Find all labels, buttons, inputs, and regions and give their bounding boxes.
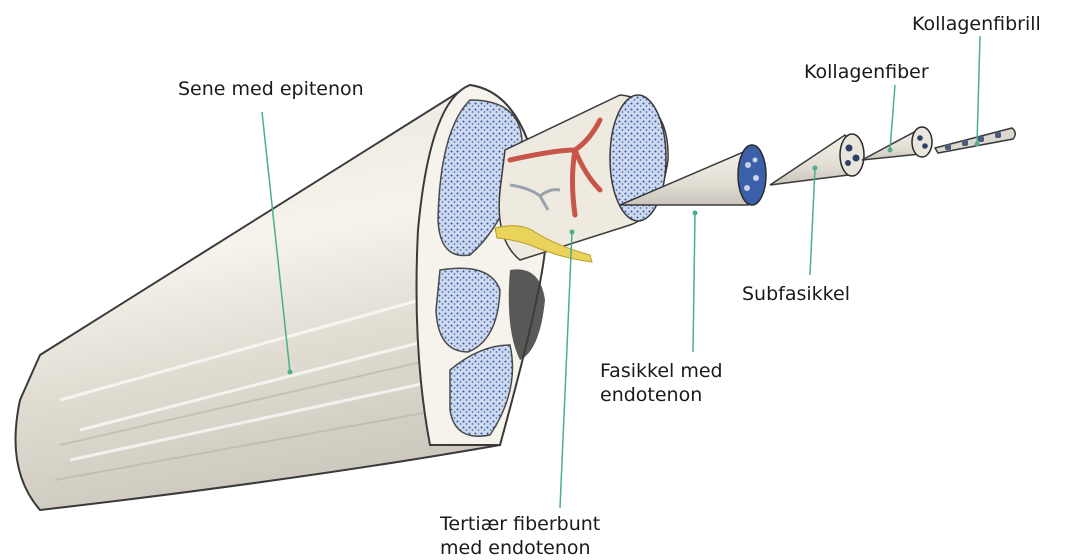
leader-kollagenfibrill bbox=[977, 36, 980, 144]
label-fascicle: Fasikkel med endotenon bbox=[600, 359, 723, 407]
label-tendon-epitenon: Sene med epitenon bbox=[178, 77, 364, 101]
label-tertiary-bundle: Tertiær fiberbunt med endotenon bbox=[440, 512, 600, 560]
leader-fasikkel bbox=[693, 213, 695, 352]
label-fascicle-line1: Fasikkel med bbox=[600, 359, 723, 383]
label-tertiary-line1: Tertiær fiberbunt bbox=[440, 512, 600, 536]
leader-subfasikkel bbox=[810, 168, 815, 275]
label-fascicle-line2: endotenon bbox=[600, 383, 723, 407]
leader-tertiaer bbox=[560, 232, 572, 508]
subfascicle-face bbox=[840, 134, 864, 176]
collagen-fiber-face bbox=[912, 127, 932, 157]
leader-kollagenfiber bbox=[890, 85, 895, 150]
label-collagen-fibril: Kollagenfibrill bbox=[912, 12, 1041, 36]
label-tertiary-line2: med endotenon bbox=[440, 536, 600, 560]
label-collagen-fiber: Kollagenfiber bbox=[804, 60, 929, 84]
fascicle-cone-face bbox=[738, 145, 766, 205]
label-subfascicle: Subfasikkel bbox=[742, 282, 850, 306]
